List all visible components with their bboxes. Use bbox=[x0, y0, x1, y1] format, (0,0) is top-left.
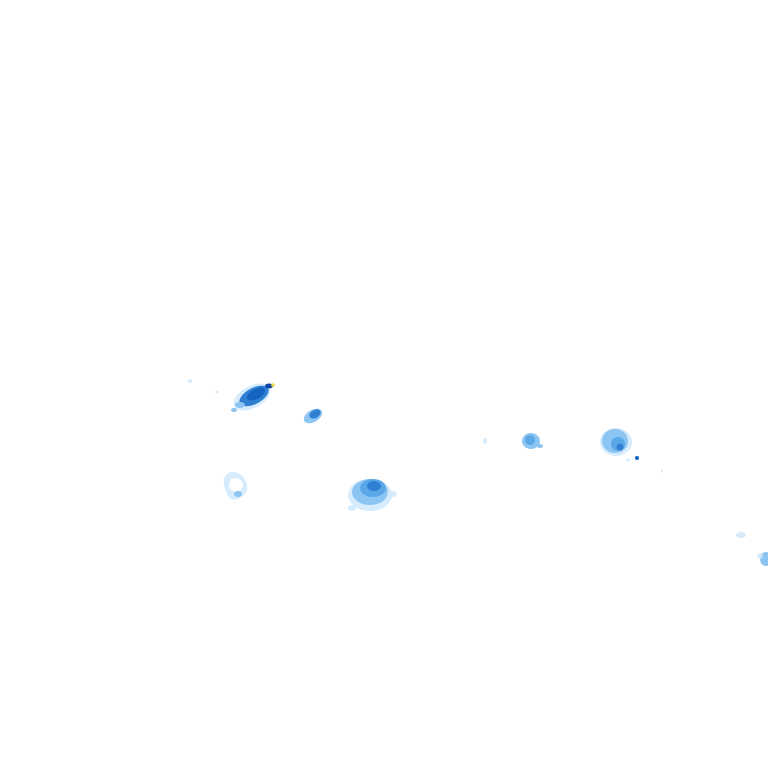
echo-east-cell bbox=[600, 428, 664, 473]
echo-west-small-cell bbox=[303, 408, 323, 424]
echo-south-central-cell bbox=[348, 479, 397, 511]
echo-far-east-cell bbox=[736, 532, 768, 566]
echo-southwest-ring-cell bbox=[223, 472, 248, 500]
echo-west-cell bbox=[188, 379, 275, 412]
echo-central-cell bbox=[483, 433, 543, 449]
